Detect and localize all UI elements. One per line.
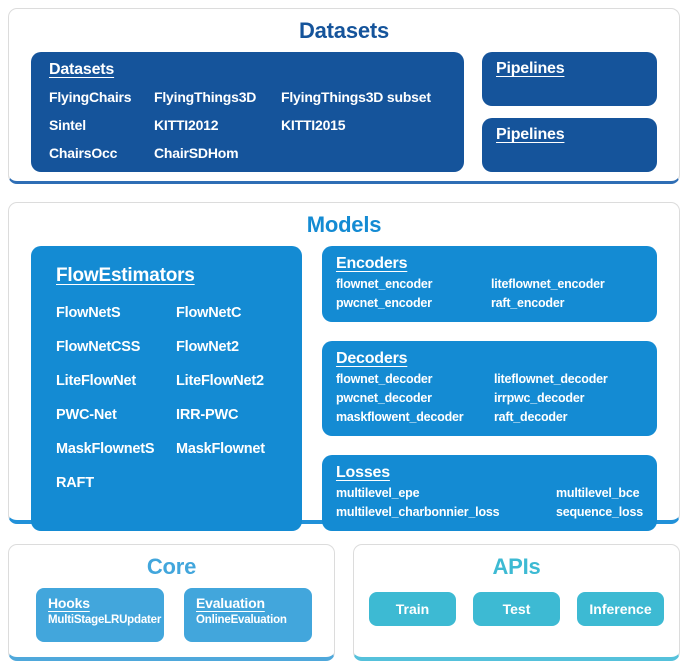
flow-estimators-box: FlowEstimators FlowNetS FlowNetC FlowNet… <box>31 246 302 531</box>
decoder-item: irrpwc_decoder <box>493 391 585 405</box>
encoder-item: raft_encoder <box>490 296 565 310</box>
decoders-heading-link[interactable]: Decoders <box>335 350 408 367</box>
models-card-title: Models <box>306 212 382 237</box>
pipelines-box-2: Pipelines <box>482 118 657 172</box>
loss-item: multilevel_bce <box>555 486 640 500</box>
decoder-item: maskflowent_decoder <box>335 410 464 424</box>
decoder-item: flownet_decoder <box>335 372 433 386</box>
apis-card-title: APIs <box>492 554 541 579</box>
decoder-item: pwcnet_decoder <box>335 391 432 405</box>
datasets-card-body: Datasets FlyingChairs FlyingThings3D Fly… <box>9 44 679 172</box>
models-right-column: Encoders flownet_encoder liteflownet_enc… <box>321 246 657 531</box>
loss-item: multilevel_epe <box>335 486 420 500</box>
evaluation-item: OnlineEvaluation <box>196 614 287 626</box>
flow-estimator-item: MaskFlownet <box>176 441 265 457</box>
dataset-item: FlyingThings3D <box>154 89 257 105</box>
evaluation-box: Evaluation OnlineEvaluation <box>184 588 312 642</box>
flow-estimator-item: PWC-Net <box>56 407 117 423</box>
decoder-item: liteflownet_decoder <box>493 372 608 386</box>
dataset-item: ChairsOcc <box>49 145 118 161</box>
losses-grid: multilevel_epe multilevel_bce multilevel… <box>336 484 643 522</box>
evaluation-heading-link[interactable]: Evaluation <box>196 595 265 611</box>
loss-item: sequence_loss <box>555 505 643 519</box>
pipelines-heading-link[interactable]: Pipelines <box>496 126 565 143</box>
pipelines-heading-link[interactable]: Pipelines <box>496 60 565 77</box>
losses-box: Losses multilevel_epe multilevel_bce mul… <box>321 455 657 531</box>
hooks-heading-link[interactable]: Hooks <box>48 595 90 611</box>
dataset-item: ChairSDHom <box>154 145 239 161</box>
loss-item: multilevel_charbonnier_loss <box>335 505 500 519</box>
encoder-item: liteflownet_encoder <box>490 277 605 291</box>
inference-button[interactable]: Inference <box>577 592 664 626</box>
datasets-box: Datasets FlyingChairs FlyingThings3D Fly… <box>31 52 464 172</box>
models-card: Models FlowEstimators FlowNetS FlowNetC … <box>8 202 680 531</box>
losses-heading-link[interactable]: Losses <box>335 464 390 481</box>
dataset-item: KITTI2012 <box>154 117 219 133</box>
pipelines-box-1: Pipelines <box>482 52 657 106</box>
decoders-grid: flownet_decoder liteflownet_decoder pwcn… <box>336 370 643 427</box>
core-card-body: Hooks MultiStageLRUpdater Evaluation Onl… <box>9 580 334 642</box>
hook-item: MultiStageLRUpdater <box>48 614 162 626</box>
datasets-box-heading-link[interactable]: Datasets <box>49 61 115 78</box>
decoder-item: raft_decoder <box>493 410 568 424</box>
decoders-box: Decoders flownet_decoder liteflownet_dec… <box>321 341 657 436</box>
encoders-grid: flownet_encoder liteflownet_encoder pwcn… <box>336 275 643 313</box>
pipelines-column: Pipelines Pipelines <box>482 52 657 172</box>
encoders-heading-link[interactable]: Encoders <box>335 255 408 272</box>
flow-estimator-item: FlowNetCSS <box>56 339 141 355</box>
core-card-title: Core <box>146 554 197 579</box>
datasets-card-title: Datasets <box>298 18 390 43</box>
flow-estimator-item: FlowNet2 <box>176 339 239 355</box>
datasets-card: Datasets Datasets FlyingChairs FlyingThi… <box>8 8 680 184</box>
apis-card: APIs Train Test Inference <box>353 544 680 661</box>
flow-estimator-item: MaskFlownetS <box>56 441 155 457</box>
hooks-box: Hooks MultiStageLRUpdater <box>36 588 164 642</box>
dataset-item: KITTI2015 <box>281 117 346 133</box>
flow-estimator-item: FlowNetS <box>56 305 121 321</box>
flow-estimators-grid: FlowNetS FlowNetC FlowNetCSS FlowNet2 Li… <box>56 304 277 493</box>
dataset-item: FlyingThings3D subset <box>281 89 431 105</box>
flow-estimators-heading-link[interactable]: FlowEstimators <box>56 265 195 286</box>
dataset-item: Sintel <box>49 117 86 133</box>
apis-card-body: Train Test Inference <box>354 580 679 626</box>
flow-estimator-item: IRR-PWC <box>176 407 239 423</box>
encoders-box: Encoders flownet_encoder liteflownet_enc… <box>321 246 657 322</box>
flow-estimator-item: RAFT <box>56 475 94 491</box>
test-button[interactable]: Test <box>473 592 560 626</box>
datasets-grid: FlyingChairs FlyingThings3D FlyingThings… <box>49 88 446 162</box>
dataset-item: FlyingChairs <box>49 89 132 105</box>
core-card: Core Hooks MultiStageLRUpdater Evaluatio… <box>8 544 335 661</box>
encoder-item: flownet_encoder <box>335 277 433 291</box>
encoder-item: pwcnet_encoder <box>335 296 432 310</box>
models-card-body: FlowEstimators FlowNetS FlowNetC FlowNet… <box>9 238 679 531</box>
train-button[interactable]: Train <box>369 592 456 626</box>
flow-estimator-item: LiteFlowNet <box>56 373 136 389</box>
flow-estimator-item: FlowNetC <box>176 305 242 321</box>
flow-estimator-item: LiteFlowNet2 <box>176 373 264 389</box>
bottom-row: Core Hooks MultiStageLRUpdater Evaluatio… <box>8 544 680 661</box>
